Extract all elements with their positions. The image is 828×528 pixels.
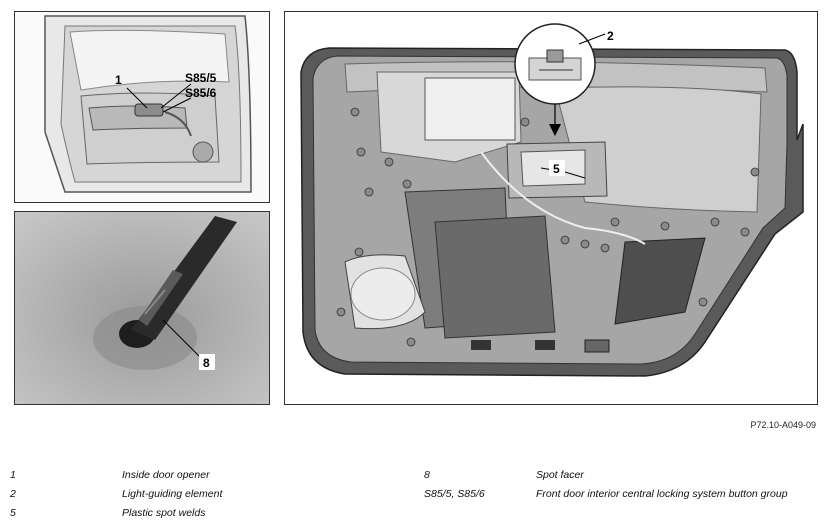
- door-panel-main-view: 2 5: [284, 11, 818, 405]
- spot-facer-drawing: 8: [15, 212, 269, 404]
- legend-text-1: Inside door opener: [122, 469, 210, 481]
- callout-s85-5: S85/5: [185, 71, 217, 85]
- legend-text-2: Light-guiding element: [122, 488, 223, 500]
- figure-reference-code: P72.10-A049-09: [750, 420, 816, 430]
- callout-2: 2: [607, 29, 614, 43]
- callout-8: 8: [203, 356, 210, 370]
- door-panel-drawing: 2 5: [300, 23, 804, 377]
- legend-code-2: 2: [10, 488, 16, 500]
- legend-text-5: Plastic spot welds: [122, 507, 206, 519]
- door-overview-drawing: 1 S85/5 S85/6: [44, 15, 252, 193]
- spot-facer-panel: 8: [14, 211, 270, 405]
- legend-code-8: 8: [424, 469, 430, 481]
- legend-text-s85: Front door interior central locking syst…: [536, 488, 788, 500]
- callout-5: 5: [553, 162, 560, 176]
- legend-code-1: 1: [10, 469, 16, 481]
- callout-s85-6: S85/6: [185, 86, 217, 100]
- legend-code-s85: S85/5, S85/6: [424, 488, 485, 500]
- legend-code-5: 5: [10, 507, 16, 519]
- door-overview-panel: 1 S85/5 S85/6: [14, 11, 270, 203]
- legend-text-8: Spot facer: [536, 469, 584, 481]
- callout-1: 1: [115, 73, 122, 87]
